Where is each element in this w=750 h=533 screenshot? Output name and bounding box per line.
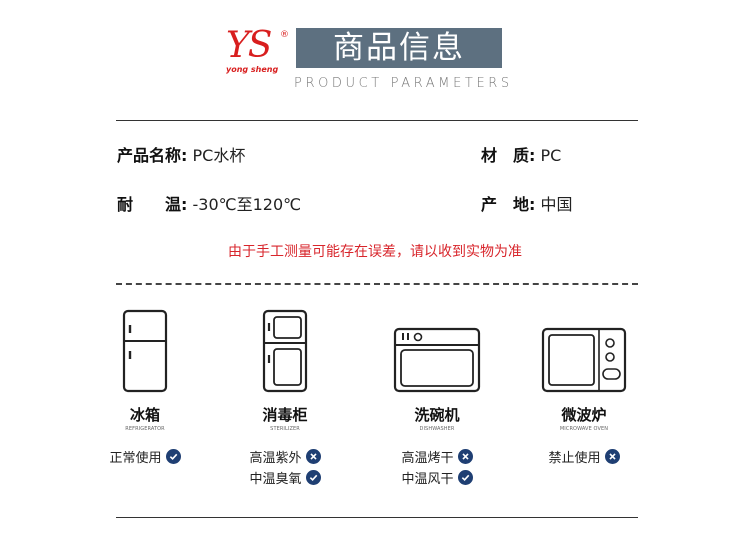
appliance-name: 消毒柜 (262, 406, 308, 424)
appliance-sterilizer: 消毒柜 STERILIZER 高温紫外 中温臭氧 (210, 307, 360, 487)
page-title: 商品信息 (296, 28, 502, 68)
usage-label: 高温紫外 (249, 451, 302, 466)
cross-icon (457, 449, 473, 464)
microwave-icon (541, 327, 627, 393)
usage-row: 禁止使用 (509, 447, 659, 466)
dashed-divider (116, 283, 638, 285)
appliance-name: 微波炉 (561, 406, 607, 424)
spec-label: 材 质: (481, 146, 536, 165)
bottom-divider (116, 517, 638, 518)
page-subtitle: PRODUCT PARAMETERS (294, 76, 513, 91)
usage-row: 高温紫外 (210, 447, 360, 466)
usage-label: 禁止使用 (548, 451, 601, 466)
usage-label: 正常使用 (109, 451, 162, 466)
dishwasher-icon (393, 327, 481, 393)
cross-icon (305, 449, 321, 464)
spec-temperature: 耐 温: -30℃至120℃ (117, 195, 301, 215)
spec-product-name: 产品名称: PC水杯 (117, 146, 245, 166)
refrigerator-icon (122, 309, 168, 393)
spec-value: PC (540, 146, 562, 165)
spec-material: 材 质: PC (481, 146, 561, 166)
usage-row: 中温臭氧 (210, 468, 360, 487)
spec-label: 产品名称: (117, 146, 188, 165)
spec-value: -30℃至120℃ (192, 195, 302, 214)
sterilizer-icon (262, 309, 308, 393)
usage-row: 高温烤干 (362, 447, 512, 466)
brand-mark: YS (226, 25, 272, 66)
check-icon (165, 449, 181, 464)
appliance-microwave: 微波炉 MICROWAVE OVEN 禁止使用 (509, 307, 659, 466)
usage-row: 中温风干 (362, 468, 512, 487)
cross-icon (604, 449, 620, 464)
appliance-dishwasher: 洗碗机 DISHWASHER 高温烤干 中温风干 (362, 307, 512, 487)
usage-label: 高温烤干 (401, 451, 454, 466)
brand-logo: YS ® yong sheng (226, 28, 292, 76)
measurement-note: 由于手工测量可能存在误差，请以收到实物为准 (228, 244, 522, 260)
usage-label: 中温臭氧 (249, 472, 302, 487)
check-icon (305, 470, 321, 485)
appliance-name-en: DISHWASHER (419, 426, 455, 432)
appliance-name-en: MICROWAVE OVEN (559, 426, 609, 432)
spec-label: 产 地: (481, 195, 536, 214)
appliance-name: 冰箱 (129, 406, 160, 424)
brand-name: yong sheng (226, 65, 279, 74)
spec-value: PC水杯 (192, 146, 246, 165)
appliance-name-en: REFRIGERATOR (125, 426, 165, 432)
top-divider (116, 120, 638, 121)
appliance-refrigerator: 冰箱 REFRIGERATOR 正常使用 (70, 307, 220, 466)
spec-label: 耐 温: (117, 195, 188, 214)
appliance-name-en: STERILIZER (270, 426, 300, 432)
spec-value: 中国 (540, 195, 573, 214)
registered-mark: ® (280, 30, 289, 40)
appliance-name: 洗碗机 (414, 406, 460, 424)
spec-origin: 产 地: 中国 (481, 195, 573, 215)
usage-label: 中温风干 (401, 472, 454, 487)
usage-row: 正常使用 (70, 447, 220, 466)
check-icon (457, 470, 473, 485)
